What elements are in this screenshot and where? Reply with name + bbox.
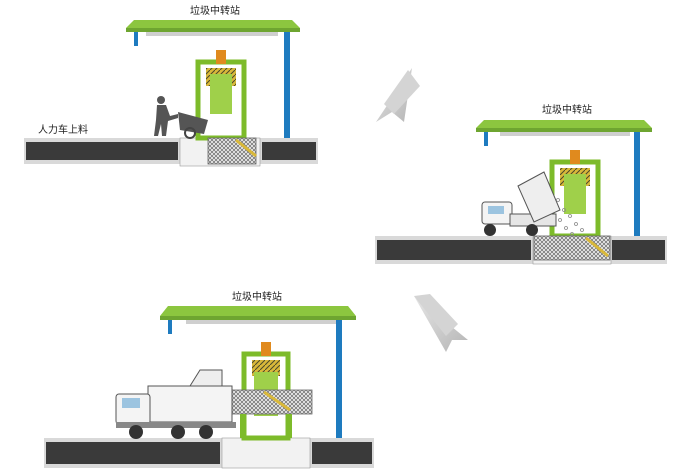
canopy: [476, 120, 652, 236]
canopy: [160, 306, 356, 438]
scene-top-left: 人力车上料 垃圾中转站: [24, 4, 318, 167]
worker-icon: [154, 96, 178, 136]
road: [44, 437, 374, 469]
small-truck-icon: [481, 171, 584, 236]
road: [375, 235, 667, 265]
scene-right: 垃圾中转站: [375, 103, 667, 265]
station-title: 垃圾中转站: [542, 103, 592, 116]
compactor-truck-icon: [115, 369, 236, 439]
station-title: 垃圾中转站: [232, 290, 282, 303]
handcart-icon: [178, 112, 208, 139]
flow-arrow-icon: [414, 294, 468, 352]
compactor-frame: [219, 342, 313, 441]
station-title: 垃圾中转站: [190, 4, 240, 17]
compactor-frame: [195, 50, 257, 165]
road: [24, 137, 318, 167]
canopy: [126, 20, 300, 138]
scene-bottom: 垃圾中转站: [44, 290, 374, 469]
loading-label: 人力车上料: [38, 123, 88, 136]
flow-arrow-icon: [376, 68, 420, 122]
